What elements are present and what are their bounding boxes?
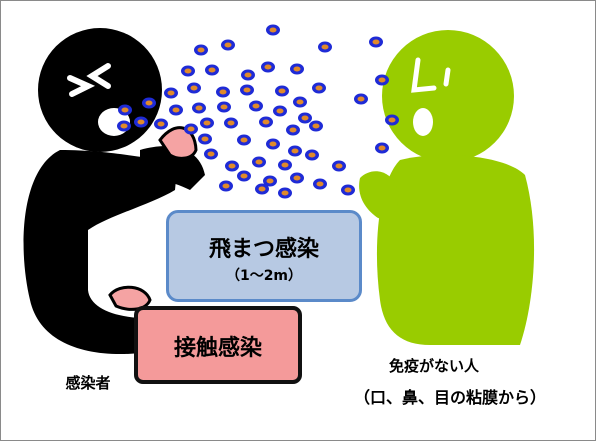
droplet-core [208,67,216,73]
squint-eye-left [67,75,96,97]
droplet-core [172,107,180,113]
droplet-core [243,87,251,93]
droplet-core [120,123,128,129]
droplet-core [308,152,316,158]
droplet-core [269,141,277,147]
droplet-core [315,85,323,91]
healthy-eye-left [411,57,437,93]
droplet-infection-title: 飛まつ感染 [208,237,319,262]
healthy-person-label: 免疫がない人 [388,357,479,375]
droplet-core [301,115,309,121]
droplet-core [281,162,289,168]
droplet-core [258,186,266,192]
droplet-core [276,108,284,114]
infected-hand-lower [108,285,152,311]
droplet-core [201,136,209,142]
droplet-infection-box: 飛まつ感染 （1～2m） [166,210,362,302]
droplet-core [278,88,286,94]
surprised-mouth [413,108,433,136]
droplet-core [372,39,380,45]
droplet-core [293,175,301,181]
droplet-core [357,96,365,102]
droplet-core [203,120,211,126]
droplet-core [252,103,260,109]
droplet-core [291,148,299,154]
droplet-core [281,190,289,196]
healthy-person-note: （口、鼻、目の粘膜から） [353,388,546,407]
healthy-hand [359,171,399,219]
contact-infection-title: 接触感染 [173,336,262,361]
droplet-core [207,151,215,157]
droplet-core [145,100,153,106]
droplet-core [293,66,301,72]
droplet-core [190,85,198,91]
droplet-core [187,126,195,132]
healthy-eye-right [443,67,451,87]
droplet-core [262,119,270,125]
infected-body [23,150,178,355]
droplet-core [344,187,352,193]
droplet-core [316,181,324,187]
droplet-cloud [117,24,399,199]
healthy-head [382,30,514,162]
droplet-core [222,183,230,189]
droplet-core [296,99,304,105]
droplet-core [224,42,232,48]
droplet-core [378,77,386,83]
droplet-core [121,107,129,113]
healthy-body [376,155,535,345]
droplet-core [240,137,248,143]
droplet-core [184,68,192,74]
infected-person-figure [23,28,205,355]
droplet-core [219,89,227,95]
contact-infection-box: 接触感染 [134,306,302,384]
droplet-core [228,163,236,169]
droplet-core [157,121,165,127]
droplet-core [195,105,203,111]
healthy-person-figure [359,30,535,345]
droplet-core [220,104,228,110]
infected-head [38,28,162,152]
droplet-core [388,117,396,123]
droplet-core [335,163,343,169]
droplet-core [197,47,205,53]
infected-person-label: 感染者 [65,374,111,392]
droplet-core [321,44,329,50]
infected-hand-upper [158,126,198,160]
droplet-core [244,72,252,78]
droplet-core [227,120,235,126]
droplet-core [378,145,386,151]
squint-eye-right [86,63,111,89]
droplet-core [264,64,272,70]
droplet-infection-range: （1～2m） [225,268,303,284]
droplet-core [137,119,145,125]
droplet-core [255,159,263,165]
droplet-core [312,123,320,129]
droplet-core [240,173,248,179]
droplet-core [167,90,175,96]
droplet-core [266,178,274,184]
droplet-core [269,27,277,33]
droplet-core [289,127,297,133]
